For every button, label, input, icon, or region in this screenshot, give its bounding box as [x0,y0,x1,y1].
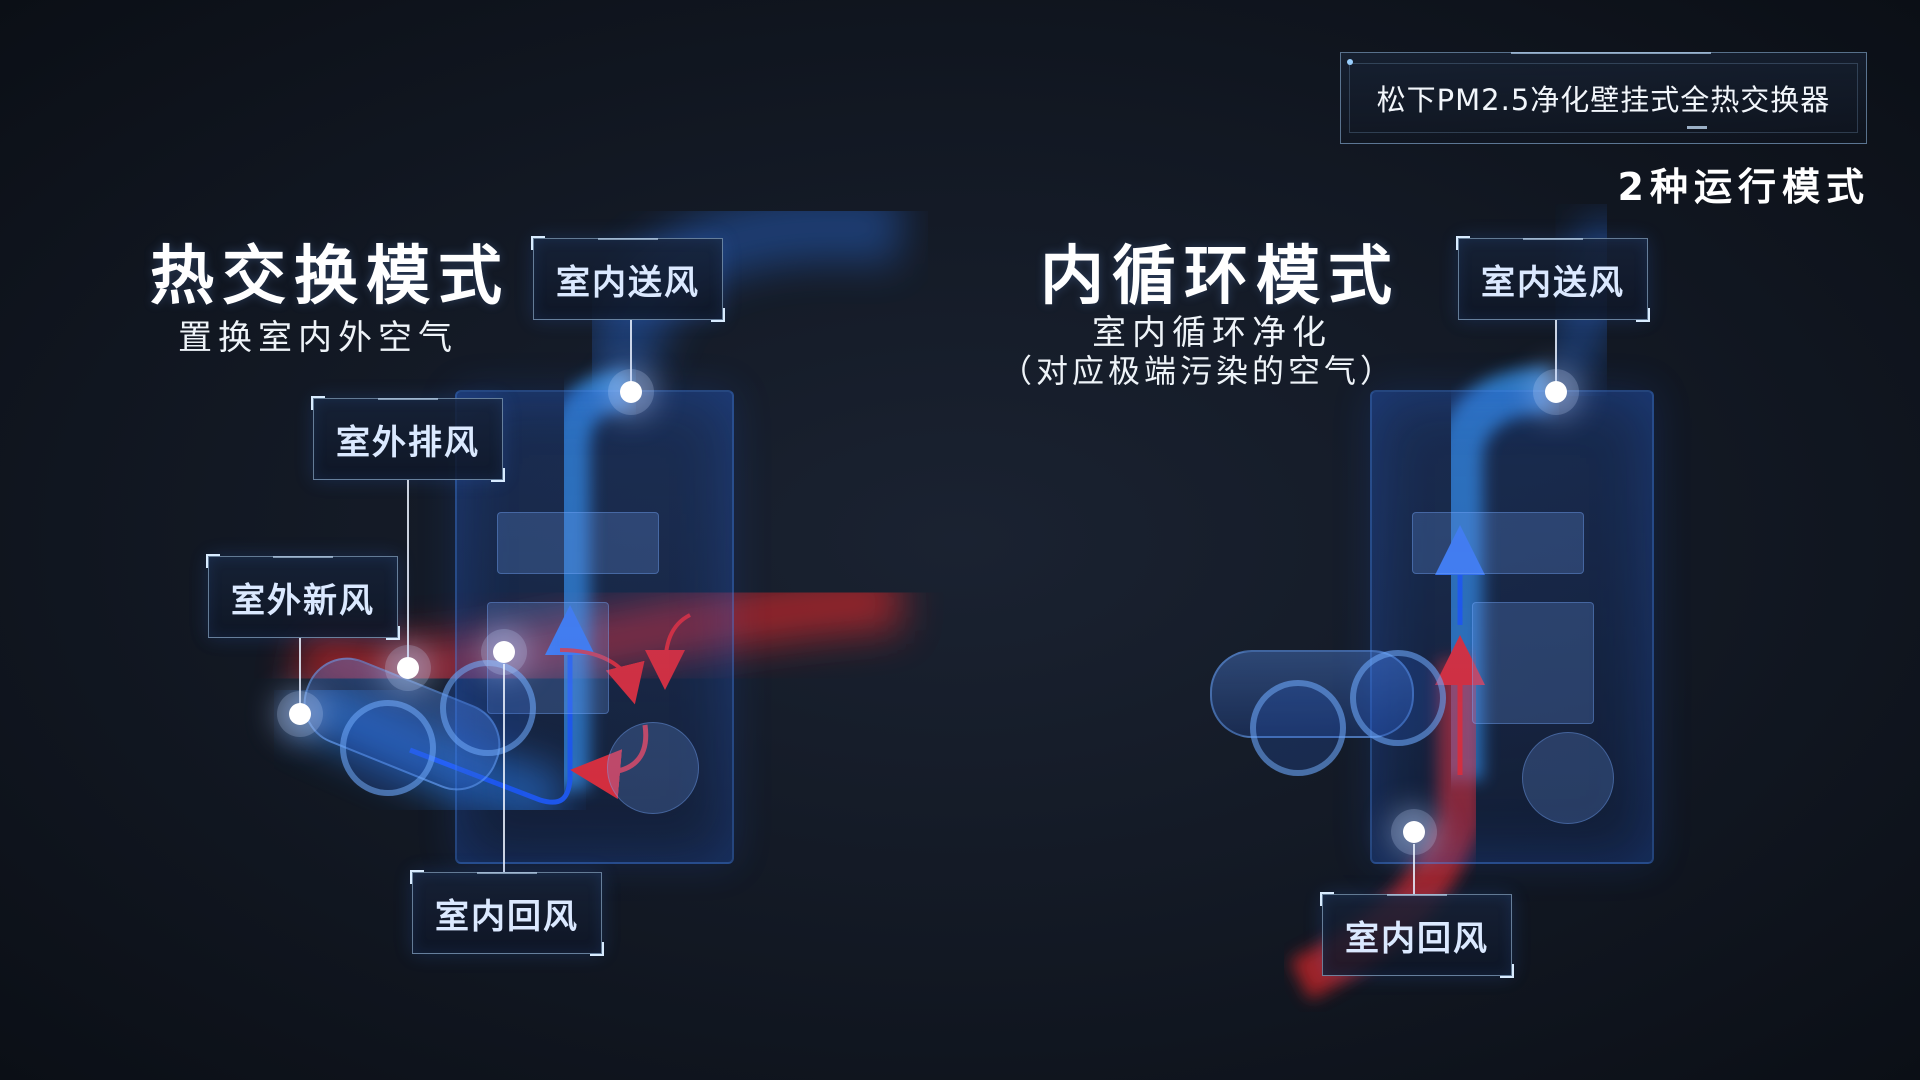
right-supply-glow [1437,367,1551,780]
right-device-body [1370,390,1654,864]
product-banner: 松下PM2.5净化壁挂式全热交换器 [1340,52,1867,144]
right-device-core [1472,602,1594,724]
label-tick [477,872,537,874]
left-duct-ring-2 [340,700,436,796]
right-label-return-text: 室内回风 [1345,918,1489,959]
left-label-return-text: 室内回风 [435,896,579,937]
left-fresh-arrow [409,605,595,805]
modes-count-text: 2种运行模式 [1617,165,1870,209]
left-mode-subtitle: 置换室内外空气 [178,318,458,358]
right-duct-ring-2 [1350,650,1446,746]
left-device-filter [497,512,659,574]
left-return-node [493,641,515,663]
left-red-arrow-1 [559,648,645,705]
right-supply-node [1545,381,1567,403]
label-tick [598,238,658,240]
right-label-supply-text: 室内送风 [1481,262,1625,303]
right-supply-leader [1555,320,1557,390]
left-label-return: 室内回风 [410,870,604,956]
label-tick [1523,238,1583,240]
left-label-exhaust-text: 室外排风 [336,422,480,463]
left-exhaust-node [397,657,419,679]
right-device-filter [1412,512,1584,574]
right-mode-subtitle-1: 室内循环净化 [1092,313,1332,353]
left-label-exhaust: 室外排风 [311,396,505,482]
right-mode-subtitle-2: （对应极端污染的空气） [1000,352,1397,390]
banner-notch [1511,52,1711,62]
left-fresh-node [289,703,311,725]
right-label-return: 室内回风 [1320,892,1514,978]
right-device-fan [1522,732,1614,824]
left-mode-title: 热交换模式 [150,240,510,314]
left-red-arrow-2 [645,613,691,690]
right-mode-title: 内循环模式 [1040,240,1400,314]
right-duct-ring-1 [1250,680,1346,776]
left-exhaust-streak [292,570,903,702]
left-device-fan [607,722,699,814]
left-vertical-supply-glow [550,370,631,790]
banner-inner-frame [1349,63,1858,133]
label-tick [378,398,438,400]
right-return-leader [1413,844,1415,894]
left-label-fresh-text: 室外新风 [231,580,375,621]
left-return-leader [503,664,505,872]
left-label-supply: 室内送风 [531,236,725,322]
label-tick [273,556,333,558]
left-exhaust-leader [407,480,409,668]
label-tick [1387,894,1447,896]
right-return-node [1403,821,1425,843]
product-title: 松下PM2.5净化壁挂式全热交换器 [1376,83,1831,117]
left-duct-ring-1 [440,660,536,756]
left-supply-leader [630,320,632,390]
right-label-supply: 室内送风 [1456,236,1650,322]
left-fresh-leader [299,638,301,714]
left-supply-node [620,381,642,403]
left-label-fresh: 室外新风 [206,554,400,640]
left-label-supply-text: 室内送风 [556,262,700,303]
banner-bar [1687,126,1707,129]
